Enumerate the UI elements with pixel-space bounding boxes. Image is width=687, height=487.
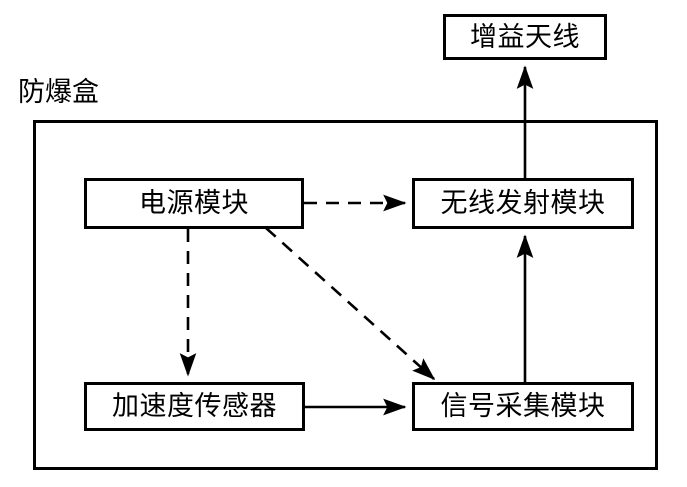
explosion-proof-box-container bbox=[33, 120, 658, 470]
node-signal-acquisition-module[interactable]: 信号采集模块 bbox=[412, 382, 634, 431]
node-acceleration-sensor[interactable]: 加速度传感器 bbox=[84, 382, 305, 431]
edge-power-to-signal bbox=[265, 227, 436, 381]
explosion-proof-box-label: 防爆盒 bbox=[18, 77, 99, 107]
node-power-module[interactable]: 电源模块 bbox=[84, 178, 304, 229]
node-signal-acquisition-module-label: 信号采集模块 bbox=[440, 391, 606, 421]
node-wireless-transmitter-module[interactable]: 无线发射模块 bbox=[412, 178, 634, 229]
node-gain-antenna-label: 增益天线 bbox=[470, 21, 580, 52]
node-acceleration-sensor-label: 加速度传感器 bbox=[112, 391, 277, 421]
node-wireless-transmitter-module-label: 无线发射模块 bbox=[440, 188, 606, 218]
node-power-module-label: 电源模块 bbox=[139, 188, 249, 218]
node-gain-antenna[interactable]: 增益天线 bbox=[443, 14, 607, 60]
